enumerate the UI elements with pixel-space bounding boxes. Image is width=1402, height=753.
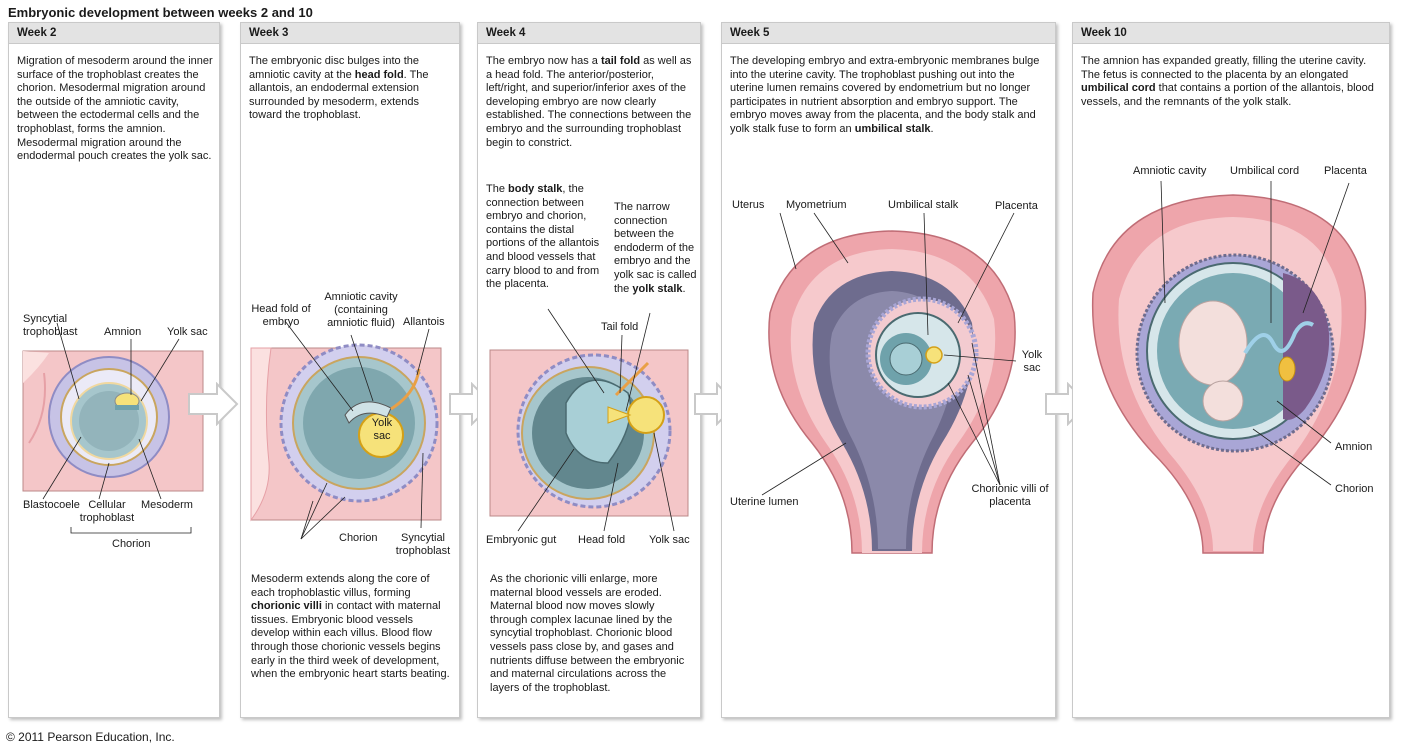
- label-yolk-sac: Yolk sac: [167, 326, 208, 338]
- label-embryonic-gut: Embryonic gut: [486, 534, 557, 546]
- panel-header-week-3: Week 3: [241, 23, 459, 44]
- label-amniotic-cavity: Amniotic cavity (containing amniotic flu…: [324, 291, 398, 329]
- label-amnion: Amnion: [1335, 441, 1373, 453]
- label-uterine-lumen: Uterine lumen: [730, 496, 799, 508]
- label-placenta: Placenta: [1324, 165, 1367, 177]
- week-2-illustration: [22, 322, 204, 534]
- label-chorion: Chorion: [112, 538, 151, 550]
- label-uterus: Uterus: [732, 199, 765, 211]
- yolk-stalk-text: The narrow connection between the endode…: [614, 201, 697, 295]
- page-title: Embryonic development between weeks 2 an…: [8, 5, 313, 20]
- label-blastocoele: Blastocoele: [23, 499, 80, 511]
- label-umbilical-stalk: Umbilical stalk: [888, 199, 959, 211]
- label-myometrium: Myometrium: [786, 199, 847, 211]
- label-amniotic-cavity: Amniotic cavity: [1133, 165, 1207, 177]
- panel-header-week-2: Week 2: [9, 23, 219, 44]
- label-yolk-sac: Yolk sac: [371, 417, 393, 442]
- week-3-bottom-description: Mesoderm extends along the core of each …: [251, 573, 451, 682]
- label-head-fold: Head fold: [578, 534, 626, 546]
- label-syncytial-trophoblast: Syncytial trophoblast: [23, 313, 78, 338]
- label-amnion: Amnion: [104, 326, 142, 338]
- week-5-illustration: [761, 212, 1017, 554]
- arrow-icon: [188, 382, 239, 426]
- label-umbilical-cord: Umbilical cord: [1230, 165, 1300, 177]
- week-3-illustration: [250, 320, 442, 540]
- week-3-description: The embryonic disc bulges into the amnio…: [249, 55, 453, 123]
- label-yolk-sac: Yolk sac: [1021, 349, 1043, 374]
- label-yolk-sac: Yolk sac: [649, 534, 690, 546]
- week-10-description: The amnion has expanded greatly, filling…: [1081, 55, 1381, 109]
- panel-header-week-5: Week 5: [722, 23, 1055, 44]
- week-4-yolk-stalk-note: The narrow connection between the endode…: [614, 201, 698, 296]
- panel-week-4: Week 4 The embryo now has a tail fold as…: [477, 22, 701, 718]
- week-2-description: Migration of mesoderm around the inner s…: [17, 55, 213, 163]
- label-allantois: Allantois: [403, 316, 445, 328]
- panel-header-week-4: Week 4: [478, 23, 700, 44]
- label-chorion: Chorion: [339, 532, 378, 544]
- panel-week-10: Week 10 The amnion has expanded greatly,…: [1072, 22, 1390, 718]
- week-10-illustration: [1091, 180, 1367, 554]
- label-chorionic-villi-of-placenta: Chorionic villi of placenta: [971, 483, 1049, 508]
- week-3-text: The embryonic disc bulges into the amnio…: [249, 55, 429, 122]
- week-5-text: The developing embryo and extra-embryoni…: [730, 55, 1040, 135]
- panel-week-2: Week 2 Migration of mesoderm around the …: [8, 22, 220, 718]
- week-4-bottom-description: As the chorionic villi enlarge, more mat…: [490, 573, 685, 694]
- copyright-notice: © 2011 Pearson Education, Inc.: [6, 730, 175, 744]
- week-4-text: The embryo now has a tail fold as well a…: [486, 55, 692, 149]
- label-head-fold-of-embryo: Head fold of embryo: [251, 303, 311, 328]
- body-stalk-text: The body stalk, the connection between e…: [486, 183, 600, 291]
- week-4-description: The embryo now has a tail fold as well a…: [486, 55, 694, 150]
- label-tail-fold: Tail fold: [601, 321, 639, 333]
- panel-week-3: Week 3 The embryonic disc bulges into th…: [240, 22, 460, 718]
- panel-header-week-10: Week 10: [1073, 23, 1389, 44]
- label-chorion: Chorion: [1335, 483, 1374, 495]
- panel-week-5: Week 5 The developing embryo and extra-e…: [721, 22, 1056, 718]
- label-placenta: Placenta: [995, 200, 1038, 212]
- label-syncytial-trophoblast: Syncytial trophoblast: [395, 532, 451, 557]
- label-mesoderm: Mesoderm: [141, 499, 193, 511]
- week-5-description: The developing embryo and extra-embryoni…: [730, 55, 1048, 137]
- label-cellular-trophoblast: Cellular trophoblast: [79, 499, 135, 524]
- week-4-illustration: [489, 308, 689, 532]
- week-3-bottom-text: Mesoderm extends along the core of each …: [251, 573, 450, 681]
- week-4-body-stalk-note: The body stalk, the connection between e…: [486, 183, 600, 292]
- week-10-text: The amnion has expanded greatly, filling…: [1081, 55, 1374, 108]
